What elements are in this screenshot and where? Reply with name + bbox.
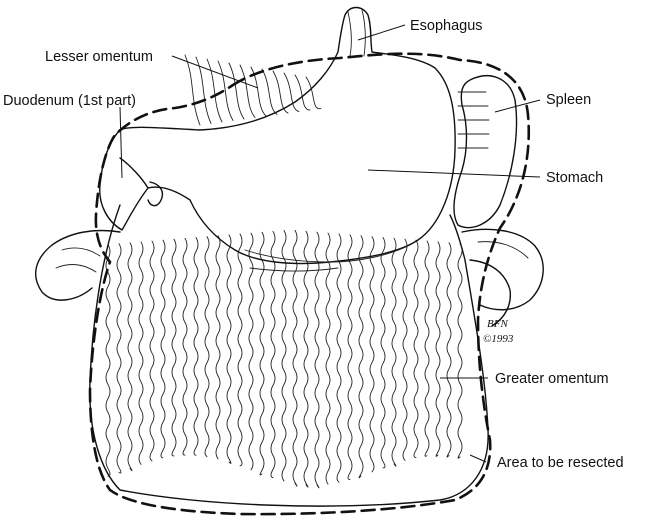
greater-omentum-drawing [90,205,488,506]
label-lesser-omentum: Lesser omentum [45,49,153,65]
label-esophagus: Esophagus [410,18,483,34]
lesser-omentum-strand [218,61,233,121]
lesser-omentum-strand [262,69,277,115]
omentum-strand [304,231,308,487]
omentum-strand [403,239,407,460]
omentum-strand [260,232,264,475]
omentum-strand [282,230,286,480]
label-stomach: Stomach [546,170,603,186]
label-area-resected: Area to be resected [497,455,624,471]
omentum-strand [458,244,462,459]
colon-left-drawing [36,231,120,301]
omentum-strand [414,240,418,458]
lesser-omentum-drawing [185,55,321,125]
omentum-strand [128,243,132,471]
omentum-strand [139,242,143,464]
omentum-strand [161,240,165,458]
omentum-strand [293,230,297,486]
omentum-strand [216,236,220,459]
artist-initials: BFN [487,318,508,330]
omentum-strand [359,236,363,478]
omentum-strand [227,235,231,464]
omentum-strand [150,241,154,461]
omentum-strand [326,233,330,484]
omentum-strand [348,235,352,480]
omentum-strand [183,238,187,455]
omentum-texture [106,230,462,487]
omentum-strand [392,238,396,466]
omentum-strand [238,234,242,466]
omentum-strand [205,237,209,457]
omentum-strand [370,237,374,472]
omentum-strand [337,234,341,482]
omentum-strand [194,238,198,456]
omentum-strand [381,237,385,467]
omentum-strand [271,231,275,477]
lesser-omentum-strand [229,63,244,119]
lesser-omentum-strand [207,59,222,122]
omentum-strand [172,239,176,456]
lesser-omentum-strand [240,65,255,118]
label-spleen: Spleen [546,92,591,108]
omentum-strand [106,245,110,477]
spleen-drawing [454,76,517,228]
lesser-omentum-strand [196,57,211,124]
omentum-strand [447,243,451,457]
resection-boundary [90,54,529,514]
stomach-drawing [100,8,455,272]
label-duodenum: Duodenum (1st part) [3,93,136,109]
label-greater-omentum: Greater omentum [495,371,609,387]
omentum-strand [425,241,429,456]
omentum-strand [436,242,440,457]
artist-year: ©1993 [483,333,514,345]
omentum-strand [117,244,121,473]
